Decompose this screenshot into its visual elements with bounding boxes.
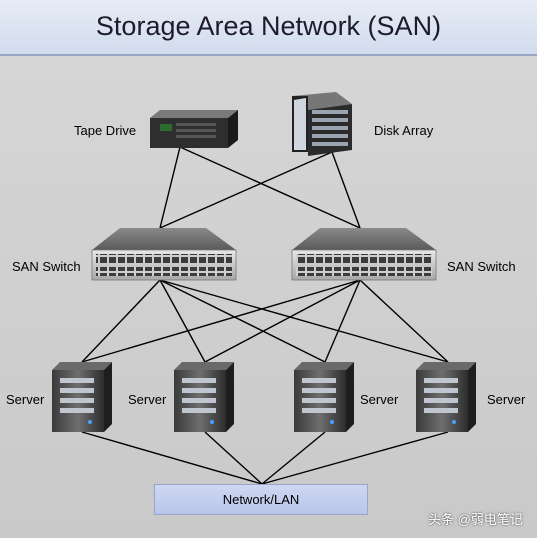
tape-drive-label: Tape Drive	[74, 123, 137, 138]
link-switch-left-server-4	[159, 279, 449, 363]
link-switch-right-server-3	[324, 279, 361, 363]
server-4-label: Server	[487, 392, 526, 407]
san-switch-right-icon	[291, 228, 437, 281]
link-server-3-lan	[261, 431, 326, 485]
server-2-icon	[174, 362, 234, 432]
link-switch-left-server-2	[159, 279, 206, 363]
connection-lines	[81, 146, 449, 485]
link-switch-right-server-1	[81, 279, 361, 363]
server-1-icon	[52, 362, 112, 432]
link-switch-right-server-4	[359, 279, 449, 363]
server-4-icon	[416, 362, 476, 432]
server-1-label: Server	[6, 392, 45, 407]
link-switch-left-server-1	[81, 279, 161, 363]
disk-array-icon	[292, 92, 352, 156]
link-disk-switch-left	[159, 151, 333, 229]
diagram-background	[0, 56, 537, 538]
link-disk-switch-right	[331, 151, 361, 229]
title-bar: Storage Area Network (SAN)	[0, 0, 537, 56]
link-server-2-lan	[204, 431, 263, 485]
link-server-4-lan	[261, 431, 449, 485]
watermark: 头条 @弱电笔记	[428, 512, 523, 527]
server-3-label: Server	[360, 392, 399, 407]
disk-array-label: Disk Array	[374, 123, 434, 138]
link-tape-switch-right	[179, 146, 361, 229]
server-2-label: Server	[128, 392, 167, 407]
san-switch-right-label: SAN Switch	[447, 259, 516, 274]
tape-drive-icon	[150, 110, 238, 148]
link-switch-right-server-2	[204, 279, 361, 363]
page-title: Storage Area Network (SAN)	[95, 11, 442, 41]
link-switch-left-server-3	[159, 279, 326, 363]
san-switch-left-label: SAN Switch	[12, 259, 81, 274]
server-3-icon	[294, 362, 354, 432]
link-tape-switch-left	[159, 146, 181, 229]
link-server-1-lan	[81, 431, 263, 485]
network-lan-box: Network/LAN	[154, 484, 368, 515]
san-switch-left-icon	[91, 228, 237, 281]
